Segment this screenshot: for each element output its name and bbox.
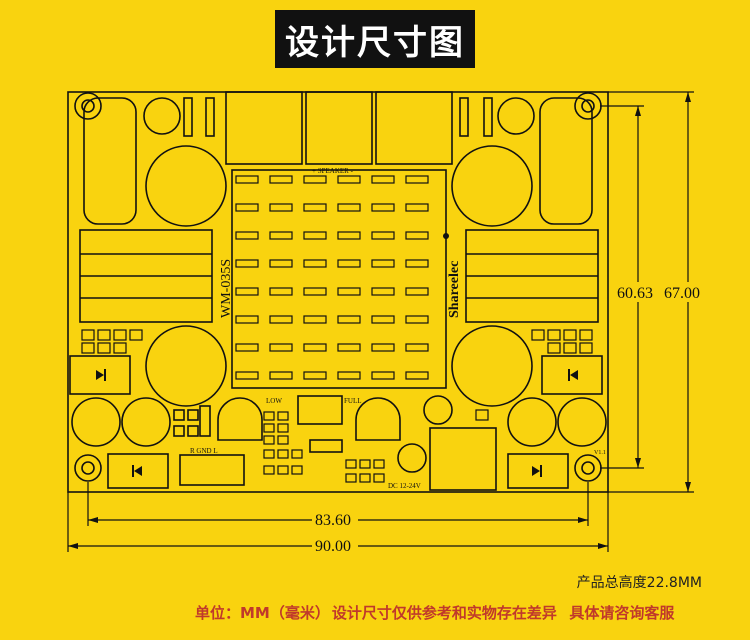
page-title: 设计尺寸图: [275, 10, 475, 68]
dim-total-height: 67.00: [664, 285, 700, 302]
full-label: FULL: [344, 397, 362, 405]
heatsink-center: [231, 169, 447, 389]
cap-pill-left: [83, 97, 137, 225]
dim-hole-height: 60.63: [617, 285, 653, 302]
dim-hole-width: 83.60: [315, 512, 351, 529]
diode-left: [69, 355, 131, 395]
low-label: LOW: [266, 397, 282, 405]
footer-note: 单位：MM（毫米）设计尺寸仅供参考和实物存在差异 具体请咨询客服: [195, 602, 676, 623]
contact-note: 具体请咨询客服: [569, 604, 675, 622]
diode-right: [541, 355, 603, 395]
cap-pill-right: [539, 97, 593, 225]
diode-bottom-left: [107, 453, 169, 489]
mounting-holes: [74, 92, 602, 482]
unit-label: 单位：MM（毫米）: [195, 604, 330, 622]
low-full-switch: [297, 395, 343, 425]
model-label: WM-035S: [219, 259, 234, 318]
height-note: 产品总高度22.8MM: [576, 575, 702, 591]
dim-total-width: 90.00: [315, 538, 351, 555]
diode-bottom-right: [507, 453, 569, 489]
power-terminal: [429, 427, 497, 491]
brand-label: Shareelec: [447, 261, 462, 318]
disclaimer: 设计尺寸仅供参考和实物存在差异: [331, 604, 557, 622]
version-label: V1.1: [594, 450, 606, 456]
gnd-label: R GND L: [190, 447, 218, 455]
power-label: DC 12-24V: [388, 482, 421, 490]
speaker-terminal: [225, 91, 303, 165]
speaker-label: + SPEAKER -: [312, 167, 354, 175]
